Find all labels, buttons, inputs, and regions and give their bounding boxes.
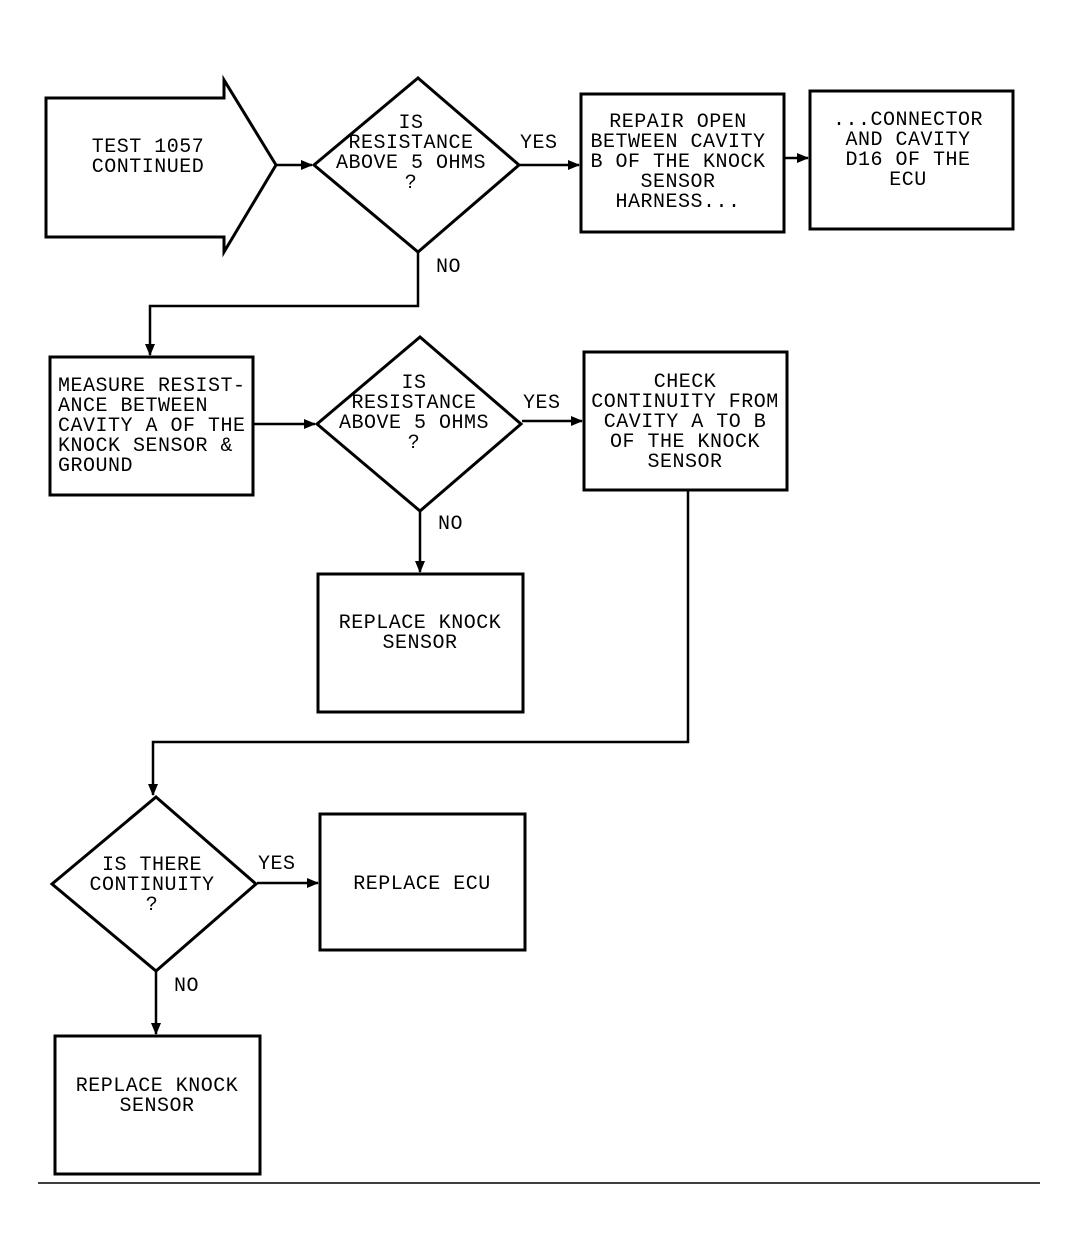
text-line: TEST 1057: [92, 136, 205, 159]
text-line: CAVITY A TO B: [604, 411, 767, 434]
text-line: BETWEEN CAVITY: [590, 131, 765, 154]
text-line: RESISTANCE: [351, 392, 476, 415]
text-line: REPLACE KNOCK: [339, 612, 502, 635]
text-line: ?: [405, 172, 418, 195]
text-line: SENSOR: [647, 451, 722, 474]
decision-3-no-label: NO: [174, 975, 199, 998]
text-line: ABOVE 5 OHMS: [339, 412, 489, 435]
decision-2-shape: [314, 335, 524, 513]
text-line: B OF THE KNOCK: [590, 151, 765, 174]
repair-open-box: [579, 92, 786, 234]
text-line: GROUND: [58, 455, 133, 478]
decision-3-shape: [49, 795, 259, 973]
text-line: SENSOR: [382, 632, 457, 655]
text-line: ?: [408, 432, 421, 455]
edge-decision-1-no: [145, 253, 420, 356]
text-line: HARNESS...: [615, 191, 740, 214]
text-line: REPLACE ECU: [353, 873, 491, 896]
text-line: IS: [401, 372, 426, 395]
edge-check-to-decision-3: [148, 491, 690, 796]
decision-1-no-label: NO: [436, 256, 461, 279]
replace-ecu-box: [318, 812, 527, 952]
decision-2-yes-label: YES: [523, 392, 561, 415]
text-line: SENSOR: [119, 1095, 194, 1118]
text-line: RESISTANCE: [348, 132, 473, 155]
text-line: SENSOR: [640, 171, 715, 194]
text-line: ECU: [889, 169, 927, 192]
text-line: CHECK: [654, 371, 717, 394]
replace-knock-sensor-2-box: [53, 1034, 262, 1176]
text-line: ABOVE 5 OHMS: [336, 152, 486, 175]
measure-box: [48, 355, 255, 497]
text-line: D16 OF THE: [845, 149, 970, 172]
decision-1-yes-label: YES: [520, 132, 558, 155]
text-line: CONTINUITY FROM: [591, 391, 779, 414]
replace-ecu-text: REPLACE ECU: [353, 873, 491, 896]
text-line: REPAIR OPEN: [609, 111, 747, 134]
text-line: ...CONNECTOR: [833, 109, 983, 132]
text-line: IS THERE: [102, 854, 202, 877]
text-line: ANCE BETWEEN: [58, 395, 208, 418]
text-line: AND CAVITY: [845, 129, 970, 152]
decision-1-shape: [311, 76, 522, 254]
text-line: CONTINUITY: [89, 874, 214, 897]
text-line: CONTINUED: [92, 156, 205, 179]
text-line: CAVITY A OF THE: [58, 415, 246, 438]
start-arrow-shape: [44, 74, 278, 258]
check-continuity-box: [582, 350, 789, 492]
decision-3-yes-label: YES: [258, 853, 296, 876]
connector-box: [808, 89, 1015, 231]
text-line: IS: [398, 112, 423, 135]
decision-2-no-label: NO: [438, 513, 463, 536]
text-line: KNOCK SENSOR &: [58, 435, 233, 458]
text-line: ?: [146, 894, 159, 917]
replace-knock-sensor-1-box: [316, 572, 525, 714]
text-line: REPLACE KNOCK: [76, 1075, 239, 1098]
text-line: MEASURE RESIST-: [58, 375, 246, 398]
text-line: OF THE KNOCK: [610, 431, 760, 454]
